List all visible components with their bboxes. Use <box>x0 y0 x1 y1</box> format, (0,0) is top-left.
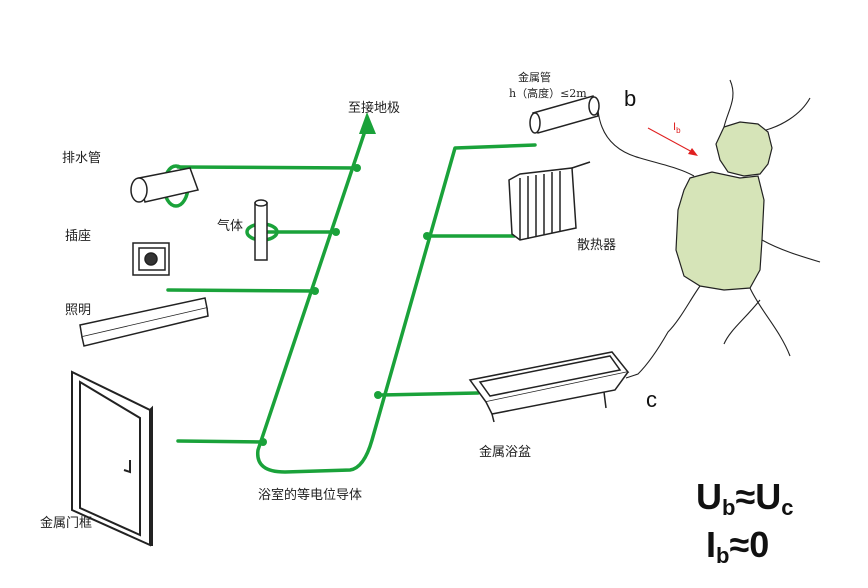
gas-label: 气体 <box>217 219 244 234</box>
drain-pipe-branch <box>176 165 359 170</box>
metal-pipe-label: 金属管 <box>518 71 551 84</box>
junction-dot <box>353 164 361 172</box>
metal-bathtub-label: 金属浴盆 <box>479 445 532 460</box>
current-equation: Ib≈0 <box>706 524 770 568</box>
drain-pipe-label: 排水管 <box>62 151 102 166</box>
bathtub-branch <box>376 391 480 397</box>
socket-drawing <box>132 242 170 276</box>
bus-conductor-label: 浴室的等电位导体 <box>258 488 363 503</box>
metal-door-frame-label: 金属门框 <box>40 516 93 531</box>
junction-dot <box>311 287 319 295</box>
left-riser-line <box>256 120 537 474</box>
socket-label: 插座 <box>65 229 92 244</box>
junction-dot <box>332 228 340 236</box>
gas-pipe-drawing <box>254 199 268 261</box>
point-b-label: b <box>624 86 637 111</box>
to-ground-label: 至接地极 <box>348 101 401 116</box>
radiator-label: 散热器 <box>577 238 617 253</box>
radiator-drawing <box>508 161 591 241</box>
junction-dot <box>259 438 267 446</box>
lighting-branch <box>166 288 317 293</box>
junction-dot <box>374 391 382 399</box>
drain-pipe-drawing <box>130 167 199 203</box>
human-body-shape <box>675 121 773 291</box>
current-arrow <box>647 127 698 156</box>
to-ground-arrowhead <box>359 112 376 134</box>
pipe-height-label: h（高度）≤2m <box>509 87 587 100</box>
current-path-lines <box>597 79 821 379</box>
bathtub-drawing <box>468 351 630 423</box>
metal-pipe-drawing <box>529 95 600 134</box>
door-frame-branch <box>176 439 265 444</box>
door-frame-drawing <box>71 370 153 547</box>
lighting-label: 照明 <box>65 303 92 318</box>
bonding-conductors <box>162 120 537 474</box>
junction-dots <box>259 164 431 446</box>
current-ib-label: Ib <box>673 121 681 136</box>
point-c-label: c <box>646 387 657 412</box>
junction-dot <box>423 232 431 240</box>
voltage-equation: Ub≈Uc <box>696 476 794 520</box>
light-fixture-drawing <box>79 297 209 347</box>
